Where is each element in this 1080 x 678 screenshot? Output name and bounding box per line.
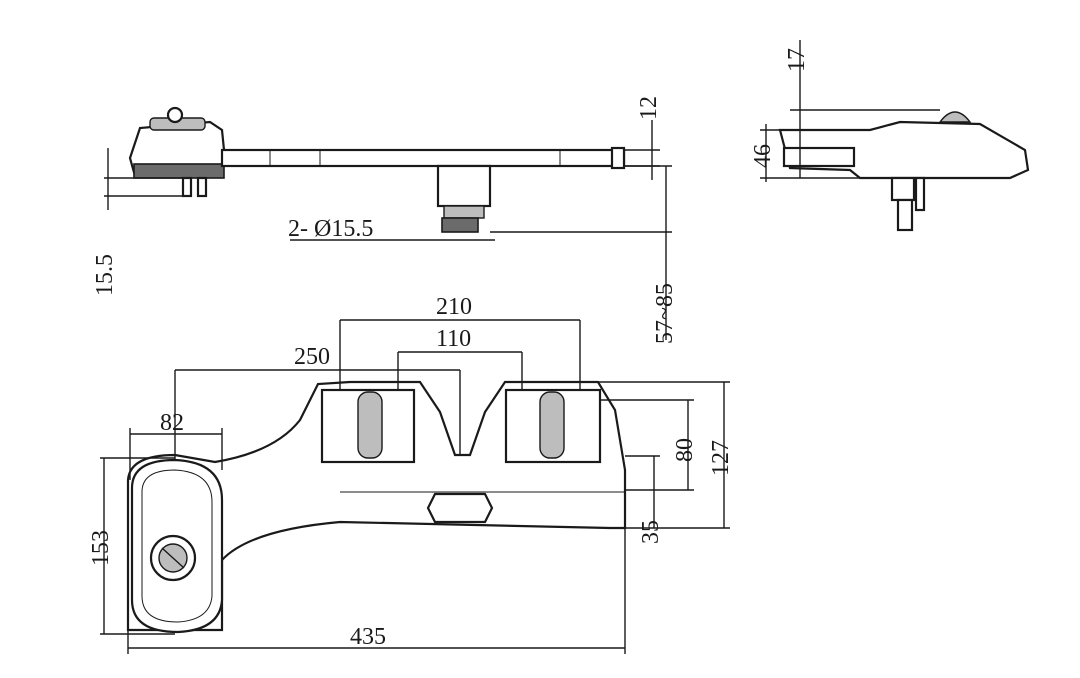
dim-46: 46 [750,144,776,168]
dim-12: 12 [636,96,662,120]
side-pin [914,176,926,212]
dim-250: 250 [294,344,330,370]
dim-82: 82 [160,410,184,436]
knob-pad-inner [141,469,213,623]
side-view: 17 46 [750,40,1030,232]
knob-grip [161,547,185,569]
center-mount [436,164,492,208]
side-arm [782,146,856,168]
dim-17: 17 [784,48,810,72]
front-elevation-view: 12 57~85 2- Ø15.5 15.5 [92,96,678,344]
plan-slot [426,492,494,524]
dim-435: 435 [350,624,386,650]
side-inlet [896,198,914,232]
center-mount-inlet [441,217,479,233]
dim-210: 210 [436,294,472,320]
fitting-right [196,176,208,198]
arm-end [610,146,626,170]
fitting-left [181,176,193,198]
nozzle-left [357,391,383,459]
dim-holes: 2- Ø15.5 [288,216,373,242]
dim-80: 80 [672,438,698,462]
knob-base [133,163,225,179]
dim-15-5: 15.5 [92,254,118,296]
dim-110: 110 [436,326,471,352]
knob-cap [166,106,184,124]
dim-153: 153 [88,530,114,566]
dim-57-85: 57~85 [652,283,678,344]
dim-127: 127 [708,440,734,476]
plan-outline [126,380,627,632]
dim-35: 35 [638,520,664,544]
nozzle-right [539,391,565,459]
center-mount-nut [443,205,485,219]
arm-bar [220,148,626,168]
side-fitting [890,176,916,202]
side-knob [938,111,972,123]
plan-view: 210 110 250 82 153 80 127 35 [88,294,734,654]
